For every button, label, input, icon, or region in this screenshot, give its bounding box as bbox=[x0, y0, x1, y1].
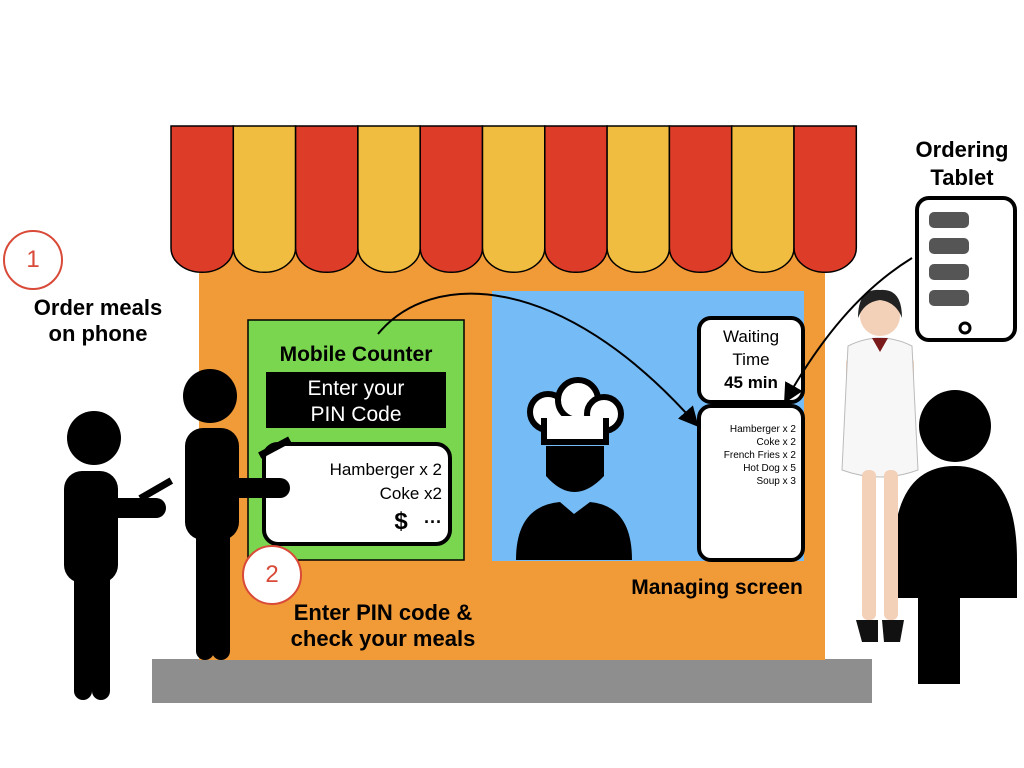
arrow-tablet-to-orders bbox=[784, 257, 913, 404]
awning-stripe bbox=[357, 125, 421, 274]
step-1-badge: 1 bbox=[3, 230, 63, 290]
awning-stripe bbox=[232, 125, 297, 274]
step-1-number: 1 bbox=[26, 246, 40, 273]
order-list-item: Hamberger x 2 bbox=[729, 424, 796, 435]
pin-prompt-line-1: Enter your bbox=[307, 377, 405, 400]
managing-screen-caption: Managing screen bbox=[631, 576, 803, 599]
waiting-time-value: 45 min bbox=[724, 373, 778, 392]
awning-stripe bbox=[793, 125, 858, 274]
order-item: Coke x2 bbox=[379, 484, 442, 503]
chef-icon bbox=[516, 377, 632, 560]
order-item: Hamberger x 2 bbox=[329, 460, 442, 479]
order-list-box bbox=[697, 404, 805, 562]
awning-stripe bbox=[419, 125, 484, 274]
phone-icon bbox=[138, 477, 174, 502]
customer-person-1 bbox=[64, 411, 174, 700]
more-indicator: ··· bbox=[424, 512, 442, 532]
order-list-item: Coke x 2 bbox=[756, 437, 796, 448]
customer-person-3 bbox=[893, 390, 1017, 684]
mobile-counter-title: Mobile Counter bbox=[279, 343, 433, 366]
pin-prompt-box bbox=[266, 372, 446, 428]
waiting-time-label-2: Time bbox=[732, 350, 770, 369]
step-2-badge: 2 bbox=[242, 545, 302, 605]
waitress-figure bbox=[841, 289, 919, 642]
order-list: Hamberger x 2 Coke x 2 French Fries x 2 … bbox=[704, 423, 796, 488]
awning-stripe bbox=[294, 125, 359, 274]
step-2-number: 2 bbox=[265, 561, 279, 588]
customer-person-2 bbox=[183, 369, 292, 660]
waiting-time-box bbox=[697, 316, 805, 404]
tablet-icon bbox=[915, 196, 1017, 342]
awning-stripe bbox=[730, 125, 795, 274]
pin-prompt-line-2: PIN Code bbox=[310, 403, 402, 426]
tablet-label-1: Ordering bbox=[915, 137, 1009, 162]
ground bbox=[152, 659, 872, 703]
awning bbox=[170, 125, 858, 274]
step-1-caption: Order meals on phone bbox=[33, 295, 163, 347]
order-list-item: Soup x 3 bbox=[756, 476, 796, 487]
price-symbol: $ bbox=[394, 508, 408, 535]
waiting-time-label-1: Waiting bbox=[722, 327, 780, 346]
tablet-label-2: Tablet bbox=[930, 165, 994, 190]
arrow-counter-to-orders bbox=[377, 292, 699, 427]
awning-stripe bbox=[606, 125, 671, 274]
awning-stripe bbox=[481, 125, 546, 274]
order-list-item: Hot Dog x 5 bbox=[743, 463, 796, 474]
awning-stripe bbox=[544, 125, 608, 274]
order-list-item: French Fries x 2 bbox=[723, 450, 796, 461]
step-2-caption: Enter PIN code & check your meals bbox=[290, 600, 476, 652]
awning-stripe bbox=[170, 125, 235, 274]
awning-stripe bbox=[668, 125, 733, 274]
phone-icon bbox=[258, 436, 292, 459]
